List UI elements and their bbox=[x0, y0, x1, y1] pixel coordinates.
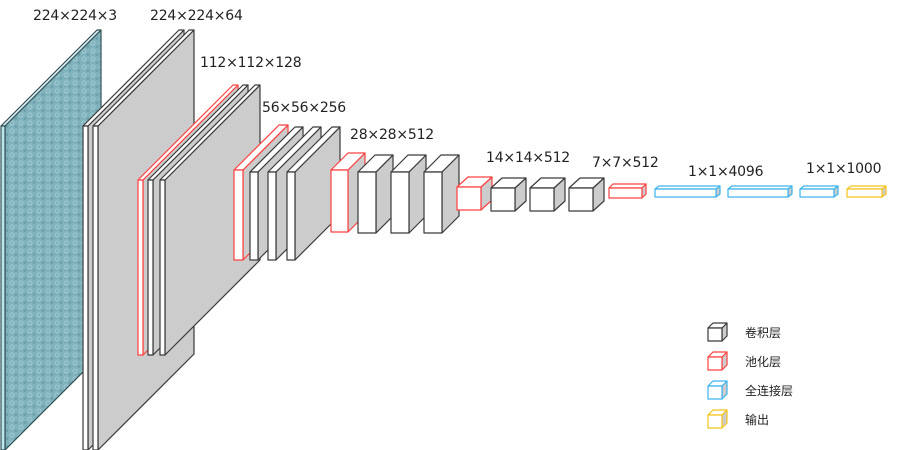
layer-5-front-face bbox=[159, 179, 166, 356]
layer-6-front-face bbox=[233, 169, 244, 261]
legend-1-front-face bbox=[707, 356, 723, 371]
label-stage1-dims: 224×224×64 bbox=[150, 8, 243, 24]
legend-label-conv: 卷积层 bbox=[745, 326, 782, 340]
label-output-dims: 1×1×1000 bbox=[806, 161, 882, 177]
layer-7-front-face bbox=[249, 171, 259, 261]
legend-0-front-face bbox=[707, 327, 723, 342]
layer-2-front-face bbox=[92, 125, 99, 450]
layer-22-front-face bbox=[846, 188, 883, 198]
legend-label-fc: 全连接层 bbox=[745, 384, 794, 398]
layer-0-input-block bbox=[0, 29, 102, 450]
layer-8-front-face bbox=[267, 171, 277, 261]
legend-label-output: 输出 bbox=[745, 413, 770, 427]
legend-2-front-face bbox=[707, 385, 723, 400]
layer-22-output-block bbox=[846, 185, 887, 198]
layer-17-front-face bbox=[568, 187, 594, 212]
label-stage3-dims: 56×56×256 bbox=[262, 100, 347, 116]
label-stage4-dims: 28×28×512 bbox=[350, 127, 435, 143]
legend-label-pool: 池化层 bbox=[745, 355, 782, 369]
layer-11-conv-block bbox=[357, 154, 394, 234]
layer-16-front-face bbox=[529, 187, 555, 212]
layer-1-front-face bbox=[82, 125, 89, 450]
legend-3-output-block bbox=[707, 409, 728, 429]
layer-21-fc-block bbox=[799, 185, 839, 198]
legend-3-front-face bbox=[707, 414, 723, 429]
layer-4-front-face bbox=[147, 179, 154, 356]
label-input-dims: 224×224×3 bbox=[33, 8, 118, 24]
layer-21-front-face bbox=[799, 188, 835, 198]
layer-18-pool-block bbox=[608, 183, 647, 199]
legend-2-fc-block bbox=[707, 380, 728, 400]
label-stage2-dims: 112×112×128 bbox=[200, 55, 302, 71]
layer-19-front-face bbox=[654, 188, 717, 198]
layer-9-front-face bbox=[286, 171, 296, 261]
layer-11-front-face bbox=[357, 171, 377, 234]
layer-17-conv-block bbox=[568, 177, 605, 212]
layer-19-fc-block bbox=[654, 185, 721, 198]
layer-12-front-face bbox=[390, 171, 410, 234]
layer-13-front-face bbox=[423, 171, 443, 234]
legend-0-conv-block bbox=[707, 322, 728, 342]
layer-20-front-face bbox=[727, 188, 789, 198]
legend-1-pool-block bbox=[707, 351, 728, 371]
label-fc-dims: 1×1×4096 bbox=[688, 164, 764, 180]
label-stage5-dims: 14×14×512 bbox=[486, 150, 571, 166]
layer-10-front-face bbox=[330, 169, 349, 233]
layer-5-conv-block bbox=[159, 84, 261, 356]
layer-0-front-face bbox=[0, 125, 6, 450]
layer-20-fc-block bbox=[727, 185, 793, 198]
label-pool5-dims: 7×7×512 bbox=[592, 155, 659, 171]
layer-12-conv-block bbox=[390, 154, 427, 234]
layer-14-pool-block bbox=[456, 176, 493, 211]
layer-18-front-face bbox=[608, 187, 643, 199]
layer-15-conv-block bbox=[490, 177, 527, 212]
layer-13-conv-block bbox=[423, 154, 460, 234]
layer-16-conv-block bbox=[529, 177, 566, 212]
layer-15-front-face bbox=[490, 187, 516, 212]
layer-14-front-face bbox=[456, 186, 482, 211]
layer-3-front-face bbox=[137, 179, 144, 356]
